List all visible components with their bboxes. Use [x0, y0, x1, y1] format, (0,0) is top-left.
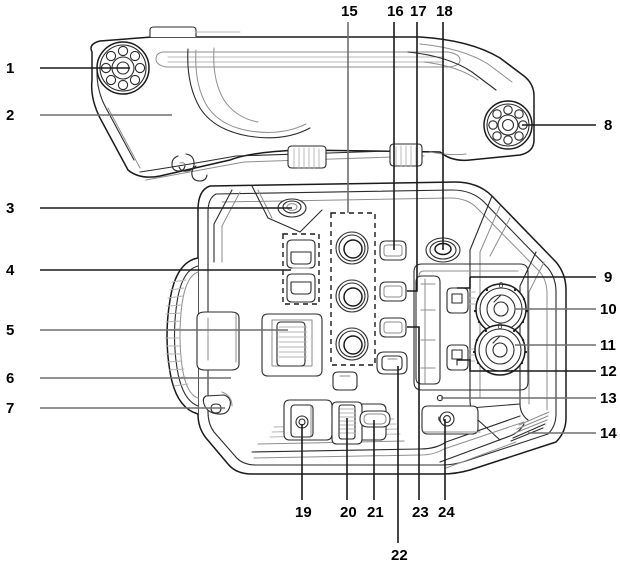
vent-slots-14	[510, 411, 550, 442]
callout-label-15: 15	[341, 3, 358, 20]
side-scroll-wheel[interactable]	[261, 313, 323, 377]
callout-label-3: 3	[6, 200, 15, 217]
small-button-6[interactable]	[332, 371, 358, 391]
callout-label-17: 17	[410, 3, 427, 20]
handle-rosette-right-icon	[483, 100, 533, 150]
button-22	[376, 351, 408, 375]
callout-label-11: 11	[600, 337, 616, 354]
callout-label-23: 23	[412, 504, 429, 521]
top-handle	[90, 26, 535, 181]
mini-switch-12[interactable]	[446, 344, 476, 371]
button-column[interactable]	[376, 240, 408, 375]
callout-label-21: 21	[367, 504, 384, 521]
callout-label-6: 6	[6, 370, 15, 387]
callout-label-22: 22	[391, 547, 408, 564]
oval-button-21	[359, 410, 391, 428]
button-17	[379, 281, 407, 302]
callout-label-4: 4	[6, 262, 15, 279]
socket-19	[290, 404, 314, 438]
handle-thumb-dial[interactable]	[287, 145, 327, 169]
callout-label-10: 10	[600, 301, 617, 318]
control-panel-recess	[413, 263, 529, 391]
toggle-switch-group[interactable]	[282, 233, 320, 305]
lens-mount-ring	[164, 257, 240, 415]
card-slot-strip[interactable]	[415, 275, 441, 385]
callout-label-2: 2	[6, 107, 15, 124]
audio-jack-1	[335, 231, 369, 265]
strap-hook-icon	[171, 153, 208, 182]
audio-jack-3	[335, 327, 369, 361]
callout-label-18: 18	[436, 3, 453, 20]
callout-label-24: 24	[438, 504, 455, 521]
rotary-dial-11[interactable]: 0	[472, 322, 528, 376]
callout-label-12: 12	[600, 363, 617, 380]
callout-label-9: 9	[604, 269, 613, 286]
svg-text:0: 0	[499, 281, 504, 290]
record-button-top[interactable]	[277, 198, 307, 218]
callout-label-7: 7	[6, 400, 15, 417]
callout-label-14: 14	[600, 425, 617, 442]
handle-thumb-dial-2[interactable]	[389, 143, 423, 167]
callout-label-1: 1	[6, 60, 15, 77]
callout-label-19: 19	[295, 504, 312, 521]
callout-label-8: 8	[604, 117, 613, 134]
audio-jack-2	[335, 279, 369, 313]
power-switch-24[interactable]	[421, 405, 481, 435]
button-16	[379, 240, 407, 261]
bottom-control-cluster[interactable]	[283, 399, 391, 445]
leader-lines	[40, 22, 596, 543]
button-23-upper	[379, 317, 407, 338]
callout-label-16: 16	[387, 3, 404, 20]
callout-label-13: 13	[600, 390, 617, 407]
mini-switch-9[interactable]	[446, 287, 476, 314]
callout-label-20: 20	[340, 504, 357, 521]
callout-label-5: 5	[6, 322, 15, 339]
svg-text:0: 0	[498, 322, 503, 331]
audio-jack-group[interactable]	[330, 212, 376, 366]
rotary-dial-10[interactable]: 0	[473, 281, 529, 335]
